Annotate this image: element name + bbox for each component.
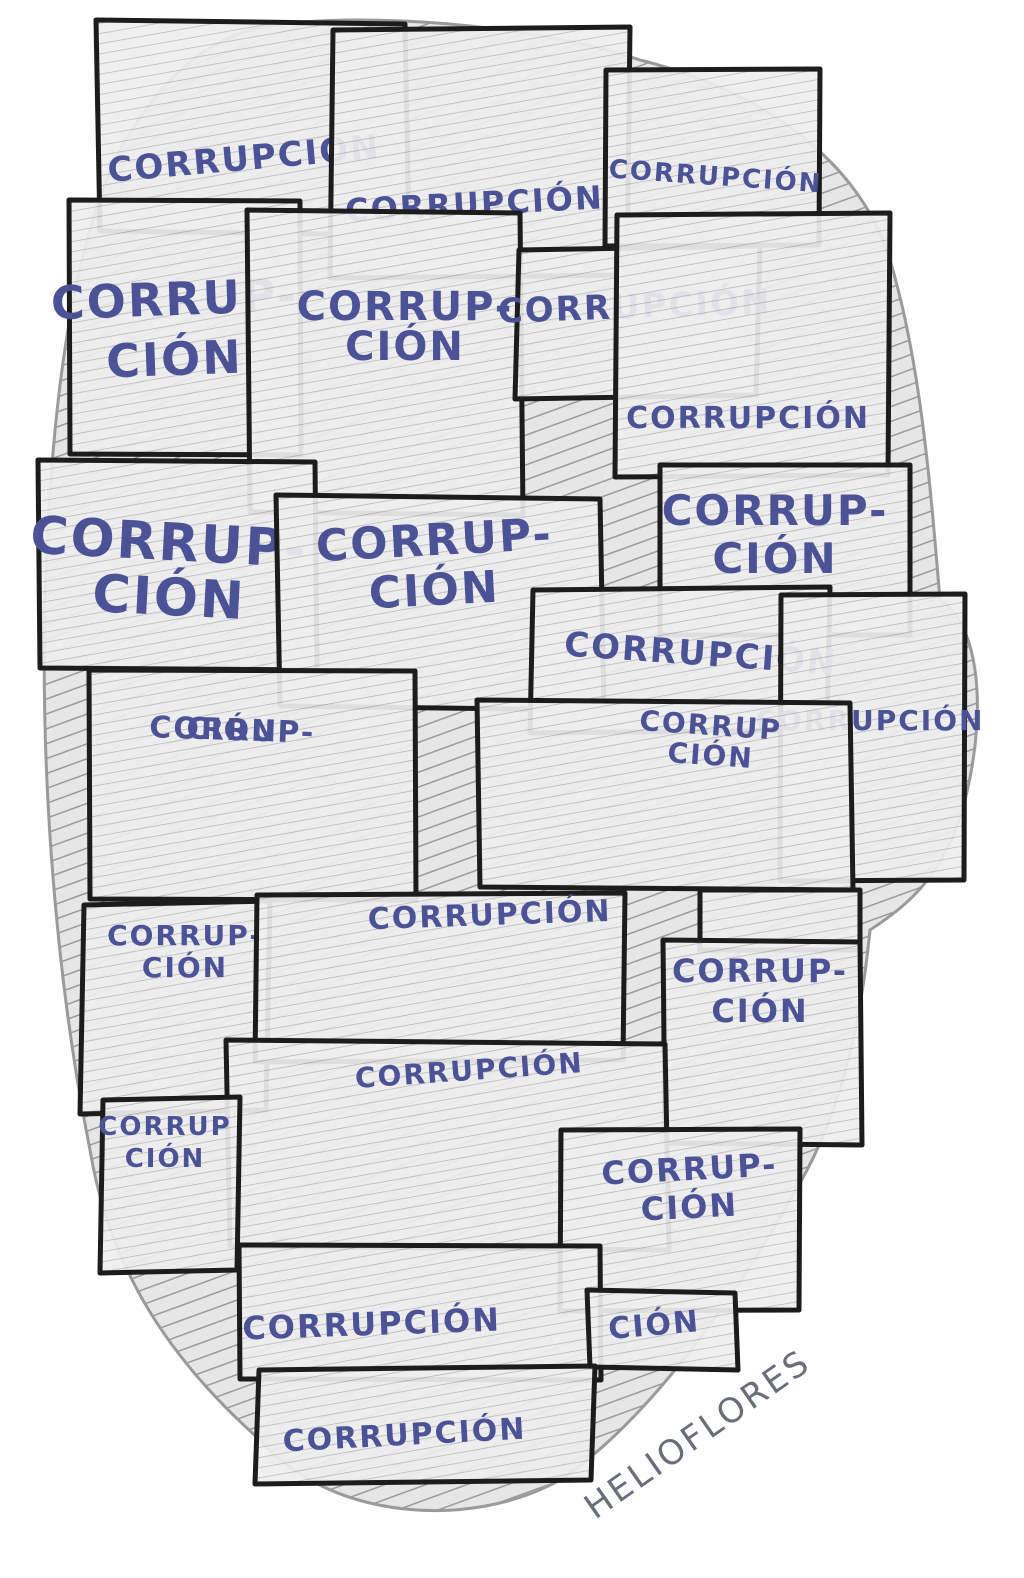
corruption-patch: CORRUP-CIÓN bbox=[557, 1126, 803, 1314]
corrupcion-label: CIÓN bbox=[367, 560, 500, 620]
corruption-patch: CORRUP-CIÓN bbox=[29, 457, 320, 673]
corrupcion-label: CIÓN bbox=[640, 1184, 739, 1228]
corruption-patch: CORRUPCIÓN bbox=[252, 890, 628, 1065]
corrupcion-label: CIÓN bbox=[125, 1142, 206, 1174]
corrupcion-label: CORRUPCIÓN bbox=[626, 399, 870, 436]
corrupcion-label: CIÓN bbox=[142, 950, 228, 984]
corrupcion-label: CORRUPCIÓN bbox=[242, 1300, 502, 1348]
patch-outline bbox=[584, 1287, 741, 1373]
corrupcion-label: CIÓN bbox=[712, 533, 837, 583]
corruption-patch: CORRUPCIÓN bbox=[252, 1363, 598, 1487]
patch-outline bbox=[612, 210, 893, 480]
corrupcion-label: CIÓN bbox=[667, 735, 755, 775]
corrupcion-label: CORRUP- bbox=[672, 952, 848, 990]
corruption-patch: CIÓN bbox=[584, 1287, 741, 1373]
corrupcion-label: CORRUP- bbox=[297, 284, 514, 330]
patch-outline bbox=[236, 1242, 604, 1383]
patch-outline bbox=[252, 1363, 598, 1487]
corrupcion-label: CORRUP- bbox=[600, 1145, 778, 1192]
corrupcion-label: CORRUP bbox=[98, 1112, 231, 1142]
corruption-patch: CORRUP-CIÓN bbox=[77, 898, 273, 1117]
corruption-patch: CORRUPCIÓN bbox=[474, 697, 856, 893]
corruption-patch: CORRUP-CIÓN bbox=[273, 492, 607, 713]
corruption-patch: CORRUP-CIÓN bbox=[86, 667, 419, 903]
patch-outline bbox=[86, 667, 419, 903]
corrupcion-label: CIÓN bbox=[345, 322, 465, 370]
corruption-patch: CORRUP-CIÓN bbox=[660, 937, 865, 1148]
corruption-patch: CORRUPCIÓN bbox=[612, 210, 893, 480]
corruption-patch: CORRUPCIÓN bbox=[236, 1242, 604, 1383]
corrupcion-label: CIÓN bbox=[105, 330, 243, 389]
corruption-patch: CORRUPCIÓN bbox=[327, 24, 633, 281]
corrupcion-label: CORRUP- bbox=[29, 506, 309, 580]
corrupcion-label: CORRUP- bbox=[107, 919, 263, 952]
corrupcion-label: CIÓN bbox=[711, 991, 808, 1030]
corrupcion-label: CORRUP- bbox=[149, 710, 316, 751]
corrupcion-label: CORRUP- bbox=[662, 486, 889, 535]
corrupcion-label: CORRUP- bbox=[315, 509, 554, 572]
corruption-patch: CORRUPCIÓN bbox=[97, 1094, 243, 1276]
corrupcion-label: CIÓN bbox=[186, 709, 279, 749]
corrupcion-label: CIÓN bbox=[91, 562, 247, 632]
